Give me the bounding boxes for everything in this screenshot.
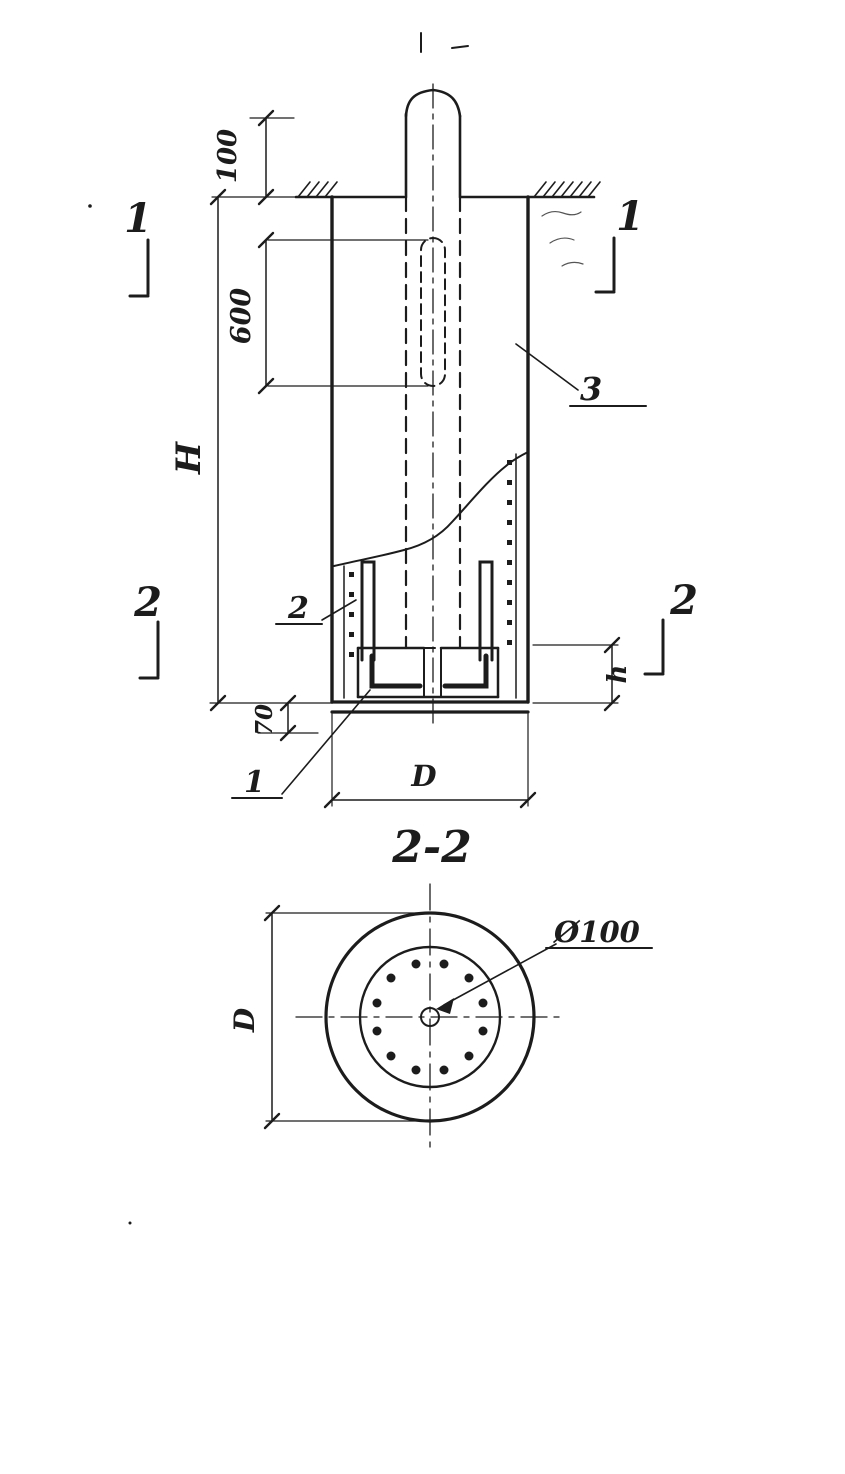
- dimension-70: 70: [251, 694, 319, 742]
- casing-shell: [330, 195, 530, 714]
- section-view-2-2: 2-2 D: [228, 822, 653, 1151]
- dimension-h: h: [532, 636, 633, 712]
- dim-70-label: 70: [251, 704, 278, 736]
- leader-arrowhead: [436, 998, 454, 1014]
- section-marker-2-left: 2: [133, 579, 162, 680]
- dim-tick: [603, 636, 621, 654]
- leader-line: [321, 599, 357, 621]
- part-3-label: 3: [580, 370, 602, 408]
- part-2-label: 2: [287, 591, 309, 626]
- dim-tick: [323, 791, 341, 809]
- dim-tick: [257, 231, 275, 249]
- dimension-D-section: D: [228, 904, 439, 1130]
- dim-H-label: H: [169, 440, 209, 475]
- section-marker-2-right: 2: [643, 577, 698, 676]
- rebar-ring-dots: [372, 959, 488, 1075]
- dim-h-label: h: [603, 665, 633, 684]
- rebar-dots-right: [507, 460, 512, 645]
- dimension-H: H: [169, 188, 333, 712]
- part-label-2: 2: [275, 591, 357, 626]
- base-assembly: [356, 646, 500, 699]
- dim-tick: [257, 109, 275, 127]
- dim-tick: [603, 694, 621, 712]
- stray-dash: [451, 45, 469, 49]
- ground-hatch-right: [533, 181, 601, 198]
- leader-line: [281, 689, 371, 795]
- section-1-right-label: 1: [616, 193, 644, 240]
- rebar-dots-left: [349, 572, 354, 657]
- dim-section-D-label: D: [228, 1007, 261, 1033]
- stray-dot: [88, 204, 92, 208]
- section-1-left-label: 1: [124, 195, 152, 242]
- ground-hatch-left: [297, 181, 338, 198]
- dim-D-label: D: [410, 759, 436, 793]
- dim-tick: [263, 1112, 281, 1130]
- dim-tick: [263, 904, 281, 922]
- dimension-D-main: D: [323, 713, 537, 809]
- part-label-1: 1: [231, 689, 371, 800]
- diameter-callout: Ø100: [436, 915, 653, 1014]
- section-2-left-label: 2: [133, 579, 162, 626]
- dimension-600: 600: [226, 231, 429, 395]
- dim-tick: [279, 694, 297, 712]
- dim-tick: [519, 791, 537, 809]
- dim-600-label: 600: [226, 288, 257, 345]
- ground-surface: [294, 181, 601, 267]
- socket-channel-left: [360, 560, 376, 662]
- leader-line: [515, 343, 579, 391]
- concrete-break-line: [333, 451, 529, 567]
- section-2-right-label: 2: [669, 577, 698, 624]
- part-1-label: 1: [244, 765, 265, 800]
- soil-texture-scribbles: [541, 210, 584, 267]
- dimension-100: 100: [213, 109, 295, 206]
- diameter-label: Ø100: [552, 915, 640, 949]
- base-angle-right: [442, 653, 489, 689]
- section-marker-1-left: 1: [124, 195, 152, 298]
- dim-tick: [209, 694, 227, 712]
- dim-tick: [209, 188, 227, 206]
- base-angle-left: [369, 653, 423, 689]
- dim-tick: [257, 188, 275, 206]
- leader-line: [443, 943, 557, 1006]
- socket-channels: [360, 560, 494, 662]
- socket-channel-right: [478, 560, 494, 662]
- dim-tick: [279, 724, 297, 742]
- section-marker-1-right: 1: [594, 193, 644, 294]
- stray-marks: [88, 32, 469, 1225]
- dim-100-label: 100: [213, 129, 243, 183]
- part-label-3: 3: [515, 343, 647, 408]
- dim-tick: [257, 377, 275, 395]
- main-elevation-view: H 100 600 70: [124, 83, 698, 809]
- stray-dot: [128, 1221, 132, 1225]
- section-title: 2-2: [391, 822, 472, 873]
- pile-column: [404, 83, 462, 725]
